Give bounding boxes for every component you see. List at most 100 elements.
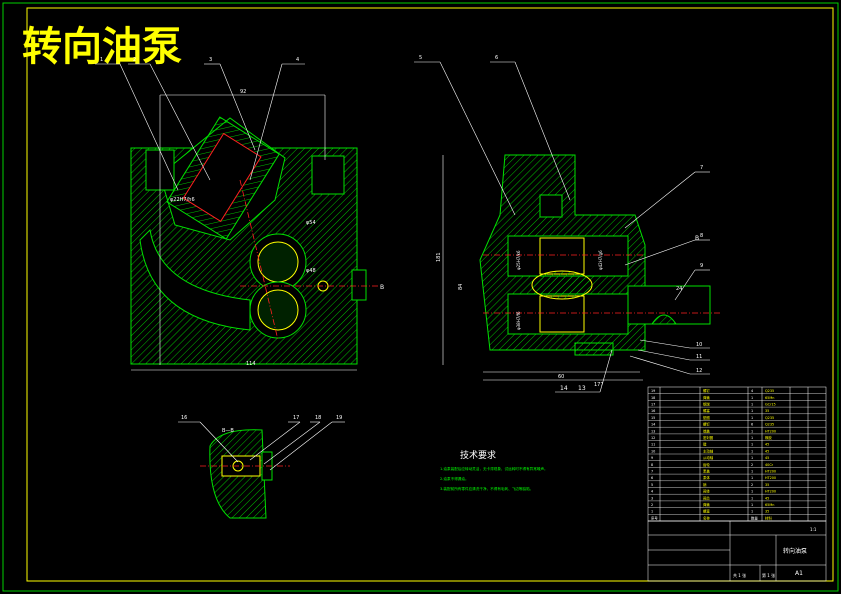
- parts-cell-mat: 45: [765, 449, 769, 453]
- right-view: [442, 154, 720, 381]
- parts-cell-no: 8: [651, 463, 653, 467]
- dim-phi48: φ48: [306, 268, 316, 274]
- balloon-18: 18: [315, 415, 321, 421]
- balloon-1: 1: [100, 57, 103, 63]
- parts-cell-mat: HT200: [765, 470, 776, 474]
- balloon-19: 19: [336, 415, 342, 421]
- parts-cell-name: 泵盖: [703, 469, 710, 474]
- parts-cell-name: 端盖: [703, 428, 710, 433]
- parts-cell-qty: 1: [751, 409, 753, 413]
- parts-cell-no: 14: [651, 423, 655, 427]
- parts-cell-mat: GCr15: [765, 403, 776, 407]
- dim-phi25: φ25H7/k6: [516, 250, 521, 270]
- section-mark-b2: B: [695, 235, 699, 242]
- balloon-11: 11: [696, 354, 702, 360]
- parts-cell-qty: 1: [751, 456, 753, 460]
- title-block-grid: [647, 520, 827, 582]
- parts-cell-mat: Q235: [765, 423, 774, 427]
- parts-cell-mat: 45: [765, 443, 769, 447]
- parts-cell-qty: 1: [751, 429, 753, 433]
- title-block-name: 转向油泵: [783, 547, 807, 555]
- parts-cell-name: 密封圈: [703, 435, 714, 440]
- balloon-16: 16: [181, 415, 187, 421]
- parts-cell-qty: 2: [751, 463, 753, 467]
- balloon-8: 8: [700, 233, 703, 239]
- parts-cell-name: 螺塞: [703, 509, 710, 514]
- tech-note-1: 1.油泵装配后应转动灵活，无卡滞现象，试运转时不得有异常噪声。: [440, 466, 548, 471]
- parts-cell-qty: 4: [751, 389, 753, 393]
- balloon-6: 6: [495, 55, 498, 61]
- parts-cell-mat: Q235: [765, 389, 774, 393]
- parts-cell-name: 钢球: [703, 402, 710, 407]
- parts-cell-mat: 45: [765, 456, 769, 460]
- parts-cell-name: 主动轴: [703, 448, 714, 453]
- parts-cell-name: 垫圈: [703, 415, 710, 420]
- balloon-14: 14: [560, 385, 568, 392]
- parts-cell-qty: 1: [751, 416, 753, 420]
- parts-cell-no: 18: [651, 396, 655, 400]
- section-mark-b1: B: [380, 284, 384, 291]
- balloon-12: 12: [696, 368, 702, 374]
- balloon-3: 3: [209, 57, 212, 63]
- tech-note-3: 3.装配前所有零件应清洗干净，不得有毛刺、飞边等缺陷。: [440, 486, 533, 491]
- left-leaders: [95, 63, 305, 191]
- parts-cell-mat: 35: [765, 409, 769, 413]
- parts-cell-qty: 1: [751, 449, 753, 453]
- parts-cell-qty: 1: [751, 403, 753, 407]
- dim-84: 84: [458, 284, 464, 290]
- parts-cell-name: 泵体: [703, 475, 710, 480]
- dim-177: 177: [594, 382, 604, 388]
- title-block-sheet-size: A1: [795, 570, 803, 577]
- parts-cell-qty: 1: [751, 490, 753, 494]
- section-bb-leaders: [178, 421, 345, 471]
- parts-cell-mat: HT200: [765, 490, 776, 494]
- parts-cell-qty: 6: [751, 423, 753, 427]
- balloon-4: 4: [296, 57, 299, 63]
- parts-cell-no: 11: [651, 443, 655, 447]
- parts-cell-name: 螺钉: [703, 388, 710, 393]
- parts-cell-qty: 1: [751, 503, 753, 507]
- parts-cell-no: 7: [651, 470, 653, 474]
- parts-cell-qty: 1: [751, 396, 753, 400]
- dim-phi42: φ42H7/g6: [598, 250, 603, 270]
- parts-cell-qty: 1: [751, 470, 753, 474]
- balloon-7: 7: [700, 165, 703, 171]
- title-block-sheet-no: 第 1 张: [762, 572, 775, 578]
- dim-60: 60: [558, 374, 564, 380]
- parts-cell-mat: HT200: [765, 429, 776, 433]
- parts-cell-name: 阀体: [703, 489, 710, 494]
- dim-114: 114: [246, 361, 256, 367]
- dim-92: 92: [240, 89, 246, 95]
- balloon-17: 17: [293, 415, 299, 421]
- dim-phi54: φ54: [306, 220, 316, 226]
- parts-cell-qty: 1: [751, 476, 753, 480]
- balloon-2: 2: [133, 57, 136, 63]
- parts-cell-no: 3: [651, 496, 653, 500]
- tech-note-2: 2.油泵不得漏油。: [440, 476, 469, 481]
- parts-cell-no: 17: [651, 403, 655, 407]
- parts-cell-name: 弹簧: [703, 502, 710, 507]
- parts-cell-no: 10: [651, 449, 655, 453]
- parts-cell-name: 齿轮: [703, 462, 710, 467]
- parts-cell-name: 阀芯: [703, 495, 710, 500]
- title-block-sheet-count: 共 1 张: [733, 572, 746, 578]
- parts-cell-name: 螺钉: [703, 422, 710, 427]
- parts-cell-mat: 65Mn: [765, 396, 774, 400]
- parts-cell-mat: 45: [765, 496, 769, 500]
- parts-cell-qty: 1: [751, 436, 753, 440]
- parts-cell-name: 名称: [703, 515, 710, 520]
- section-bb-label: B—B: [222, 428, 234, 434]
- balloon-9: 9: [700, 263, 703, 269]
- parts-cell-mat: Q235: [765, 416, 774, 420]
- parts-cell-mat: HT200: [765, 476, 776, 480]
- drawing-title: 转向油泵: [22, 24, 182, 70]
- parts-cell-no: 6: [651, 476, 653, 480]
- parts-cell-no: 12: [651, 436, 655, 440]
- parts-cell-no: 19: [651, 389, 655, 393]
- dim-181: 181: [436, 252, 442, 262]
- parts-cell-no: 16: [651, 409, 655, 413]
- title-block-scale: 1:1: [810, 527, 817, 532]
